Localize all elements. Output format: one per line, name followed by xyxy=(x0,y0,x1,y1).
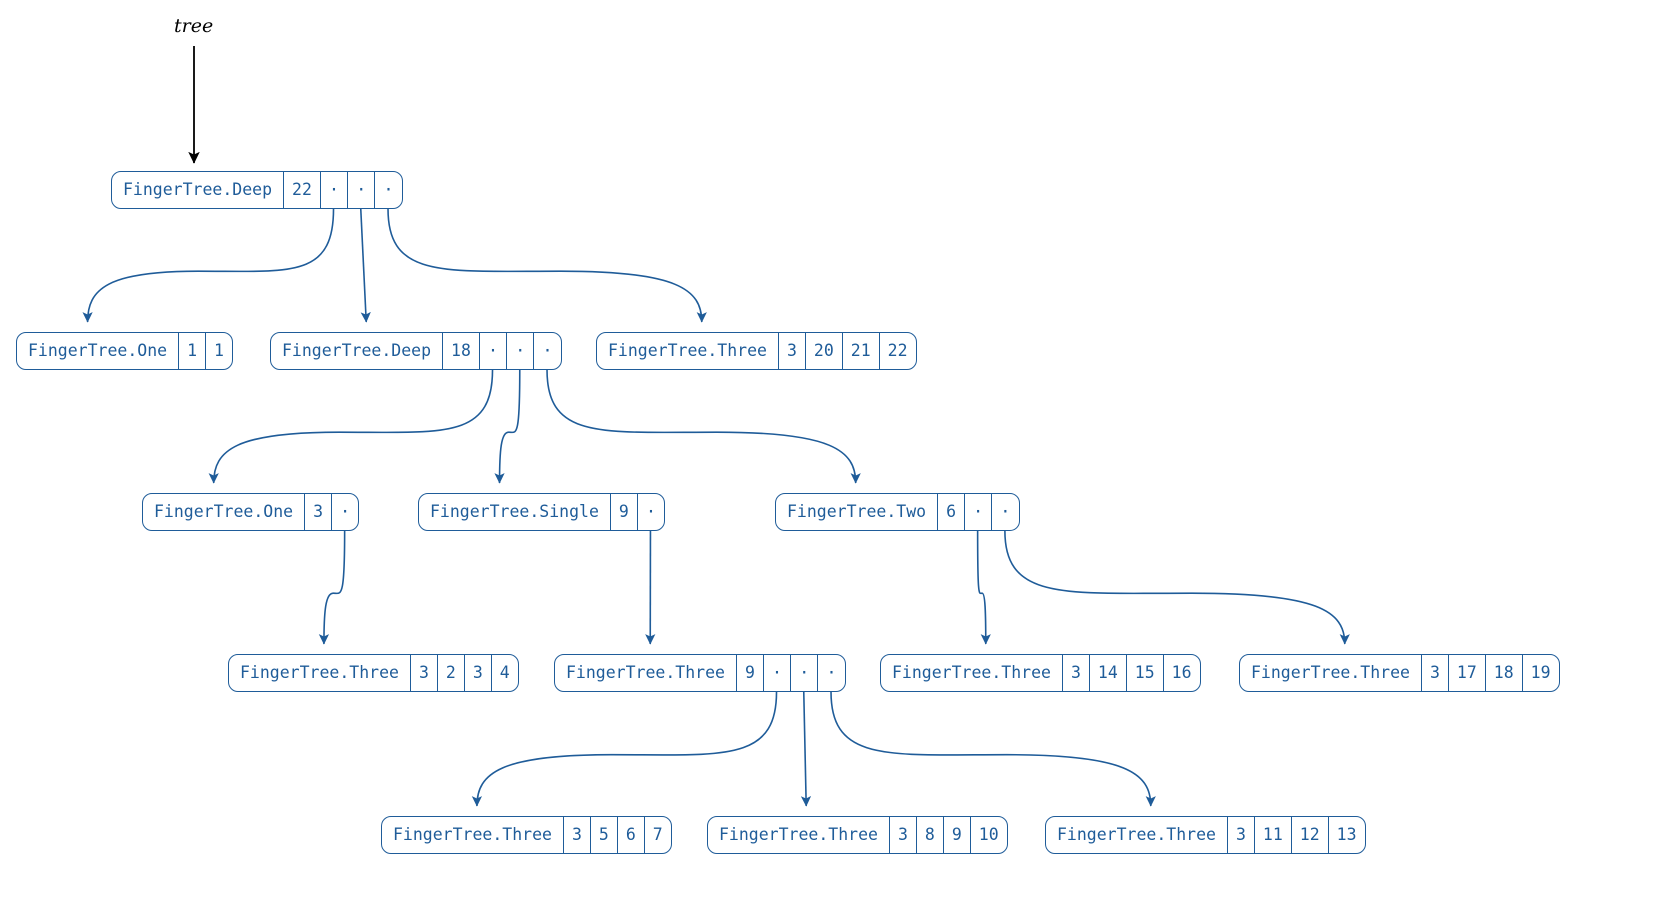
value-cell: 14 xyxy=(1088,655,1126,691)
edge-n-one2-to-n-three2 xyxy=(318,530,346,645)
value-cell: 16 xyxy=(1162,655,1200,691)
value-cell: 11 xyxy=(1253,817,1291,853)
pointer-cell: · xyxy=(478,333,506,369)
edge-n-deep2-to-n-one2 xyxy=(208,369,494,484)
node-kind-label: FingerTree.Three xyxy=(608,340,767,360)
edge-n-three3-to-n-three8 xyxy=(830,691,1156,807)
value-cell: 18 xyxy=(1484,655,1522,691)
node-kind-label: FingerTree.Deep xyxy=(282,340,432,360)
pointer-cell: · xyxy=(636,494,664,530)
value-cell: 1 xyxy=(205,333,232,369)
pointer-cell: · xyxy=(347,172,374,208)
edge-n-two-to-n-three5 xyxy=(1004,530,1350,645)
node-kind-label: FingerTree.Three xyxy=(393,824,552,844)
node-kind-label: FingerTree.Three xyxy=(1251,662,1410,682)
pointer-cell: · xyxy=(374,172,401,208)
value-cell: 5 xyxy=(589,817,617,853)
variable-label-tree: tree xyxy=(174,15,214,37)
pointer-cell: · xyxy=(762,655,790,691)
value-cell: 2 xyxy=(436,655,464,691)
value-cell: 19 xyxy=(1521,655,1559,691)
node-kind-label: FingerTree.One xyxy=(154,501,294,521)
value-cell: 9 xyxy=(735,655,763,691)
edge-n-three3-to-n-three7 xyxy=(800,691,812,807)
pointer-cell: · xyxy=(964,494,991,530)
value-cell: 9 xyxy=(609,494,637,530)
value-cell: 3 xyxy=(1420,655,1448,691)
value-cell: 17 xyxy=(1447,655,1485,691)
value-cell: 21 xyxy=(841,333,879,369)
node-kind-label: FingerTree.Deep xyxy=(123,179,273,199)
node-kind-label: FingerTree.Three xyxy=(892,662,1051,682)
pointer-cell: · xyxy=(319,172,347,208)
node-kind-label: FingerTree.Two xyxy=(787,501,927,521)
value-cell: 13 xyxy=(1327,817,1365,853)
value-cell: 3 xyxy=(1226,817,1254,853)
pointer-cell: · xyxy=(331,494,358,530)
edge-n-deep2-to-n-single xyxy=(494,369,521,484)
node-kind-label: FingerTree.Three xyxy=(240,662,399,682)
edge-root-to-n-deep2 xyxy=(359,208,371,323)
value-cell: 3 xyxy=(409,655,437,691)
edge-n-three3-to-n-three6 xyxy=(471,691,778,807)
node-n-single[interactable]: FingerTree.Single 9· xyxy=(418,493,666,531)
pointer-cell: · xyxy=(533,333,560,369)
value-cell: 3 xyxy=(1061,655,1089,691)
pointer-cell: · xyxy=(506,333,533,369)
node-kind-label: FingerTree.Single xyxy=(430,501,599,521)
node-kind-label: FingerTree.Three xyxy=(1057,824,1216,844)
value-cell: 3 xyxy=(463,655,491,691)
value-cell: 3 xyxy=(777,333,805,369)
pointer-cell: · xyxy=(991,494,1018,530)
value-cell: 1 xyxy=(178,333,205,369)
value-cell: 20 xyxy=(804,333,842,369)
value-cell: 3 xyxy=(562,817,590,853)
value-cell: 12 xyxy=(1290,817,1328,853)
node-kind-label: FingerTree.One xyxy=(28,340,168,360)
pointer-cell: · xyxy=(790,655,817,691)
value-cell: 22 xyxy=(283,172,320,208)
value-cell: 9 xyxy=(942,817,970,853)
edge-n-deep2-to-n-two xyxy=(546,369,861,484)
value-cell: 10 xyxy=(969,817,1007,853)
value-cell: 8 xyxy=(915,817,943,853)
edge-root-to-n-one1 xyxy=(82,208,335,323)
value-cell: 15 xyxy=(1125,655,1163,691)
value-cell: 18 xyxy=(442,333,479,369)
value-cell: 3 xyxy=(888,817,916,853)
value-cell: 4 xyxy=(490,655,518,691)
value-cell: 22 xyxy=(878,333,916,369)
value-cell: 6 xyxy=(937,494,964,530)
value-cell: 3 xyxy=(304,494,331,530)
value-cell: 7 xyxy=(643,817,671,853)
node-n-one2[interactable]: FingerTree.One 3· xyxy=(142,493,360,531)
node-kind-label: FingerTree.Three xyxy=(719,824,878,844)
edge-n-two-to-n-three4 xyxy=(976,530,991,645)
value-cell: 6 xyxy=(616,817,644,853)
node-kind-label: FingerTree.Three xyxy=(566,662,725,682)
pointer-cell: · xyxy=(817,655,844,691)
edge-root-to-n-three1 xyxy=(387,208,707,323)
